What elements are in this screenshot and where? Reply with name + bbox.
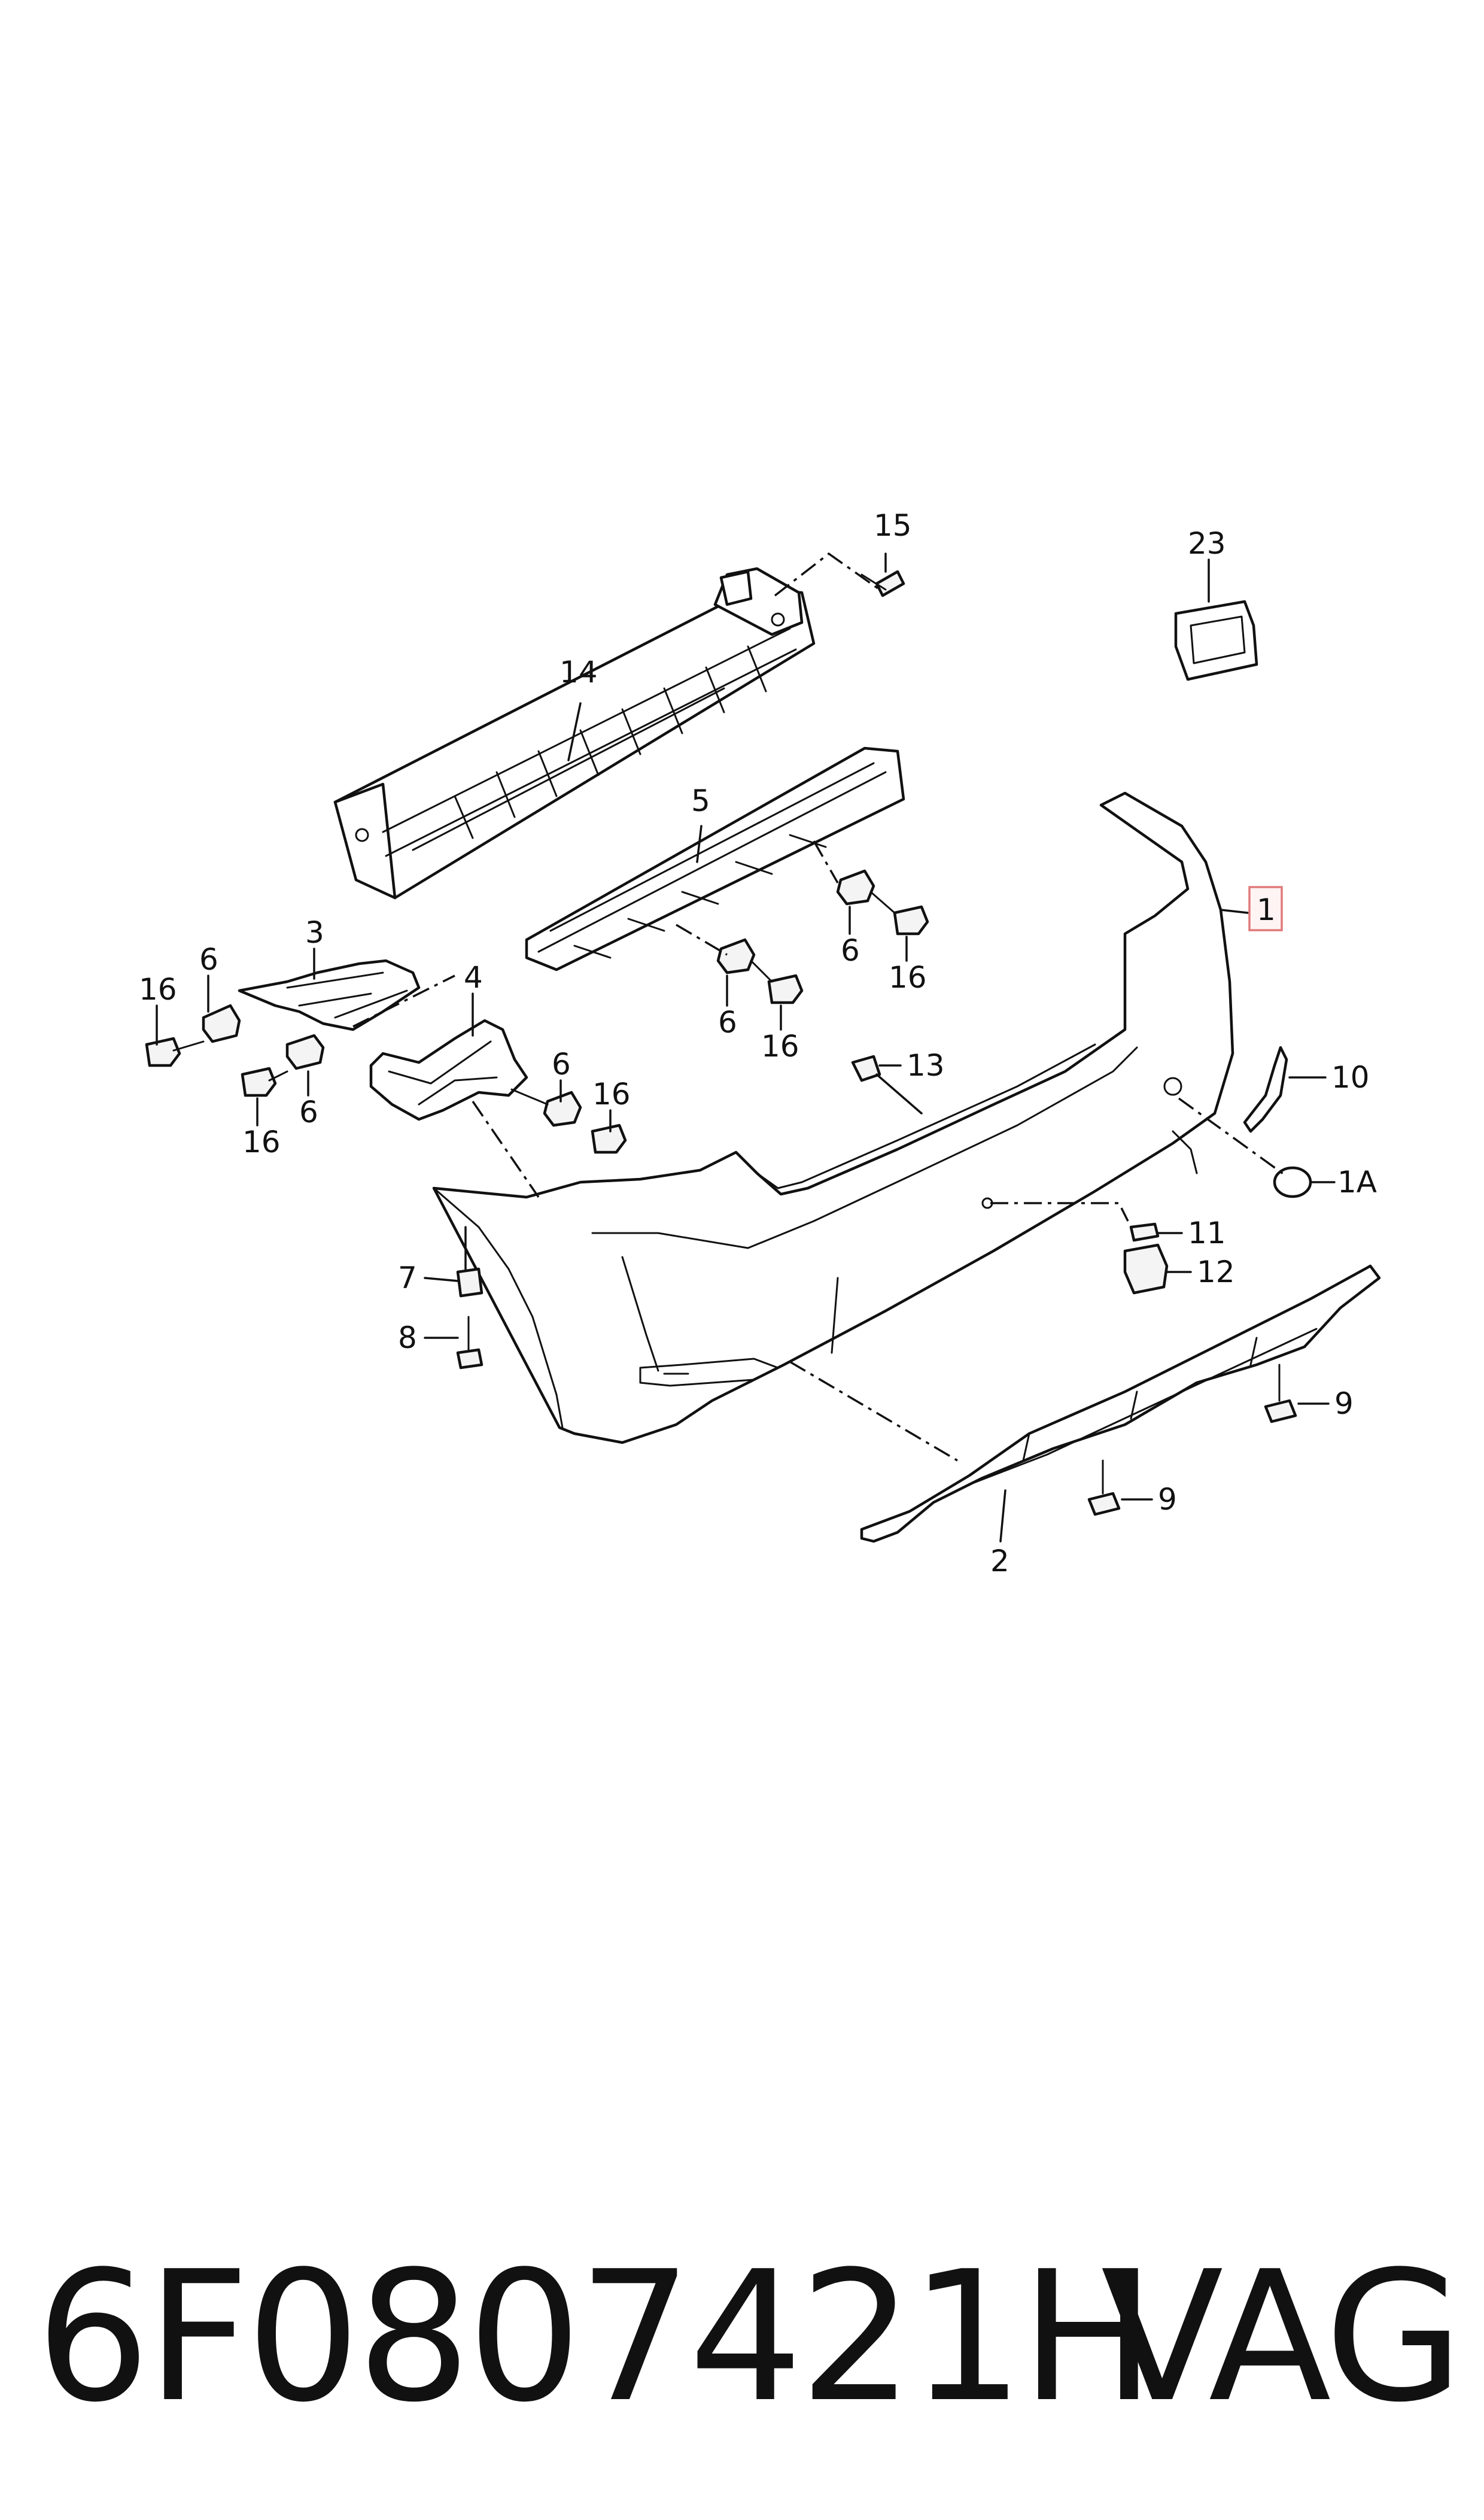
callout-16d: 16 (761, 1029, 799, 1064)
callout-9b: 9 (1158, 1482, 1177, 1517)
part-13-clip (851, 1055, 923, 1115)
fastener-group-left (145, 1004, 325, 1097)
assembly-line-15 (774, 552, 881, 597)
callout-3: 3 (305, 915, 324, 950)
callout-12: 12 (1197, 1255, 1235, 1289)
callout-1[interactable]: 1 (1257, 892, 1276, 927)
part-1-bumper-cover (432, 791, 1234, 1444)
callout-16c: 16 (592, 1077, 631, 1112)
part-9-screw-right (1264, 1364, 1297, 1423)
footer: 6F0807421H VAG (36, 2233, 1464, 2442)
assembly-line-5b (813, 840, 839, 883)
part-5-energy-absorber (525, 746, 905, 971)
callout-6e: 6 (841, 933, 860, 968)
leader-14 (567, 702, 582, 761)
part-14-reinforcement-beam (333, 567, 816, 900)
part-15-bolt (860, 570, 905, 597)
callout-6c: 6 (552, 1047, 571, 1082)
callout-5: 5 (691, 784, 710, 818)
callout-15: 15 (874, 508, 912, 543)
callout-11: 11 (1188, 1216, 1226, 1250)
callout-16e: 16 (889, 960, 927, 995)
part-4-middle-bracket (369, 1019, 528, 1121)
callout-6b: 6 (299, 1095, 318, 1130)
part-23-sensor-cover (1174, 600, 1258, 681)
part-2-diffuser (789, 1264, 1381, 1543)
part-9-screw-lower (1087, 1459, 1121, 1516)
fastener-group-middle (510, 1088, 627, 1154)
callout-9a: 9 (1334, 1386, 1354, 1421)
part-10-side-trim (1243, 1046, 1288, 1133)
callout-7: 7 (398, 1261, 417, 1295)
callout-2: 2 (990, 1544, 1009, 1578)
part-8-screw (456, 1316, 483, 1370)
callout-8: 8 (398, 1320, 417, 1355)
part-11-sensor-seal (1129, 1222, 1160, 1242)
callout-6d: 6 (718, 1005, 737, 1040)
callout-23: 23 (1188, 526, 1226, 561)
assembly-line-4 (472, 1101, 540, 1198)
leader-2 (999, 1489, 1006, 1543)
callout-14: 14 (559, 655, 598, 690)
leader-7 (424, 1277, 459, 1282)
brand-name: VAG (1100, 2233, 1464, 2442)
callout-16b: 16 (242, 1125, 281, 1159)
fastener-group-right (836, 869, 929, 936)
callout-1-highlight (1248, 886, 1283, 931)
callout-6a: 6 (199, 942, 218, 977)
part-1A-tow-cap (1178, 1097, 1312, 1198)
callout-16a: 16 (139, 972, 177, 1007)
leader-1 (1220, 909, 1249, 914)
part-12-sensor-holder (990, 1202, 1169, 1295)
part-7-grommet (456, 1226, 483, 1298)
fastener-group-center (716, 938, 804, 1004)
callout-4: 4 (464, 960, 483, 995)
callout-1A: 1A (1337, 1165, 1377, 1200)
part-number: 6F0807421H (36, 2233, 1155, 2442)
leader-5 (696, 825, 703, 863)
part-3-left-bracket (238, 959, 421, 1031)
assembly-line-5 (676, 924, 728, 956)
callout-13: 13 (907, 1048, 945, 1083)
callout-10: 10 (1331, 1060, 1370, 1095)
